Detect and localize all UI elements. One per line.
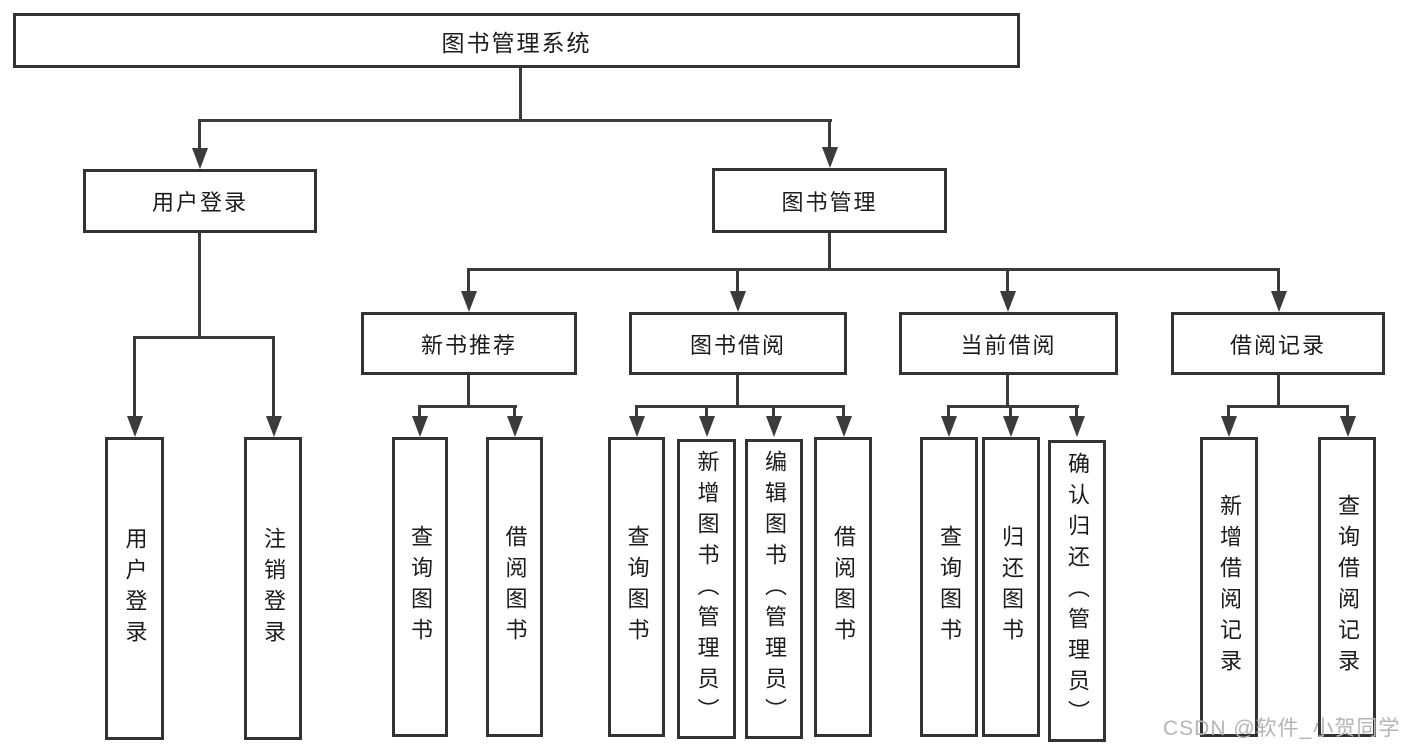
connector-new-book-rec-split — [418, 405, 517, 408]
leaf-borrow-books-2: 借阅图书 — [814, 437, 872, 737]
node-book-borrow: 图书借阅 — [629, 312, 847, 375]
connector-borrow-records-split — [1227, 405, 1349, 408]
leaf-return-books: 归还图书 — [982, 437, 1040, 737]
arrowhead-user-login — [192, 148, 208, 169]
arrowhead-leaf — [941, 416, 957, 437]
connector-user-login-stem — [198, 119, 201, 149]
connector-leaf-stem — [513, 405, 516, 417]
node-current-borrow: 当前借阅 — [899, 312, 1118, 375]
connector-new-book-rec-drop — [467, 375, 470, 408]
leaf-label: 新增借阅记录 — [1217, 494, 1242, 680]
leaf-query-books-3: 查询图书 — [920, 437, 978, 737]
connector-leaf-stem — [705, 405, 708, 417]
connector-user-login-split — [133, 336, 275, 339]
arrowhead-leaf — [766, 416, 782, 437]
connector-leaf-stem — [842, 405, 845, 417]
node-user-login-label: 用户登录 — [151, 190, 248, 215]
connector-level3-stem — [1277, 268, 1280, 292]
leaf-add-book-admin: 新增图书（管理员） — [677, 439, 736, 739]
arrowhead-current-borrow — [1000, 291, 1016, 312]
leaf-label: 编辑图书（管理员） — [762, 449, 787, 729]
node-current-borrow-label: 当前借阅 — [960, 332, 1057, 358]
arrowhead-leaf — [1069, 416, 1085, 437]
connector-leaf-stem — [1009, 405, 1012, 417]
leaf-borrow-books-1: 借阅图书 — [486, 437, 543, 737]
connector-leaf-stem — [418, 405, 421, 417]
leaf-add-borrow-record: 新增借阅记录 — [1200, 437, 1258, 737]
leaf-user-login: 用户登录 — [105, 437, 164, 740]
csdn-watermark: CSDN @软件_小贺同学 — [1163, 717, 1401, 740]
connector-current-borrow-drop — [1006, 375, 1009, 408]
leaf-label: 查询图书 — [937, 525, 962, 649]
connector-borrow-records-drop — [1277, 375, 1280, 408]
connector-leaf-stem — [272, 336, 275, 417]
node-new-book-rec-label: 新书推荐 — [420, 332, 517, 358]
node-root: 图书管理系统 — [13, 13, 1020, 68]
connector-book-borrow-drop — [736, 375, 739, 408]
connector-level3-split — [467, 268, 1280, 271]
arrowhead-book-borrow — [730, 291, 746, 312]
connector-book-mgmt-stem — [828, 119, 831, 148]
node-book-mgmt: 图书管理 — [712, 168, 947, 233]
leaf-confirm-return-admin: 确认归还（管理员） — [1048, 440, 1106, 742]
arrowhead-leaf — [1003, 416, 1019, 437]
connector-level2-split — [198, 119, 832, 122]
connector-level3-stem — [1006, 268, 1009, 292]
connector-leaf-stem — [133, 336, 136, 417]
arrowhead-leaf — [1221, 416, 1237, 437]
connector-root-drop — [519, 68, 522, 122]
leaf-label: 注销登录 — [261, 526, 286, 651]
leaf-label: 查询图书 — [408, 525, 433, 649]
leaf-query-books-2: 查询图书 — [608, 437, 665, 737]
arrowhead-leaf — [629, 416, 645, 437]
arrowhead-leaf — [127, 416, 143, 437]
connector-current-borrow-split — [947, 405, 1079, 408]
connector-leaf-stem — [1346, 405, 1349, 417]
arrowhead-borrow-records — [1271, 291, 1287, 312]
leaf-logout: 注销登录 — [244, 437, 302, 740]
leaf-edit-book-admin: 编辑图书（管理员） — [745, 439, 803, 739]
node-user-login: 用户登录 — [83, 169, 317, 233]
connector-level3-stem — [467, 268, 470, 292]
leaf-label: 查询借阅记录 — [1335, 494, 1360, 680]
node-borrow-records: 借阅记录 — [1171, 312, 1385, 375]
arrowhead-leaf — [412, 416, 428, 437]
connector-book-borrow-split — [635, 405, 845, 408]
leaf-label: 确认归还（管理员） — [1065, 451, 1090, 731]
node-book-mgmt-label: 图书管理 — [781, 189, 878, 215]
arrowhead-leaf — [699, 416, 715, 437]
arrowhead-leaf — [1340, 416, 1356, 437]
node-borrow-records-label: 借阅记录 — [1229, 332, 1326, 358]
leaf-label: 用户登录 — [122, 526, 148, 651]
connector-level3-stem — [736, 268, 739, 292]
connector-leaf-stem — [1227, 405, 1230, 417]
leaf-label: 归还图书 — [999, 525, 1024, 649]
connector-book-mgmt-drop — [828, 233, 831, 271]
connector-leaf-stem — [947, 405, 950, 417]
connector-user-login-drop — [198, 233, 201, 339]
node-book-borrow-label: 图书借阅 — [689, 332, 786, 358]
leaf-query-books-1: 查询图书 — [392, 437, 448, 737]
arrowhead-leaf — [507, 416, 523, 437]
leaf-label: 借阅图书 — [831, 525, 856, 649]
arrowhead-leaf — [266, 416, 282, 437]
connector-leaf-stem — [1075, 405, 1078, 417]
leaf-label: 借阅图书 — [502, 525, 528, 649]
node-root-label: 图书管理系统 — [441, 29, 592, 56]
node-new-book-rec: 新书推荐 — [361, 312, 577, 375]
arrowhead-leaf — [836, 416, 852, 437]
leaf-label: 查询图书 — [624, 525, 650, 649]
arrowhead-book-mgmt — [822, 147, 838, 168]
arrowhead-new-book-rec — [461, 291, 477, 312]
leaf-query-borrow-record: 查询借阅记录 — [1318, 437, 1376, 737]
connector-leaf-stem — [772, 405, 775, 417]
leaf-label: 新增图书（管理员） — [694, 449, 720, 729]
connector-leaf-stem — [635, 405, 638, 417]
